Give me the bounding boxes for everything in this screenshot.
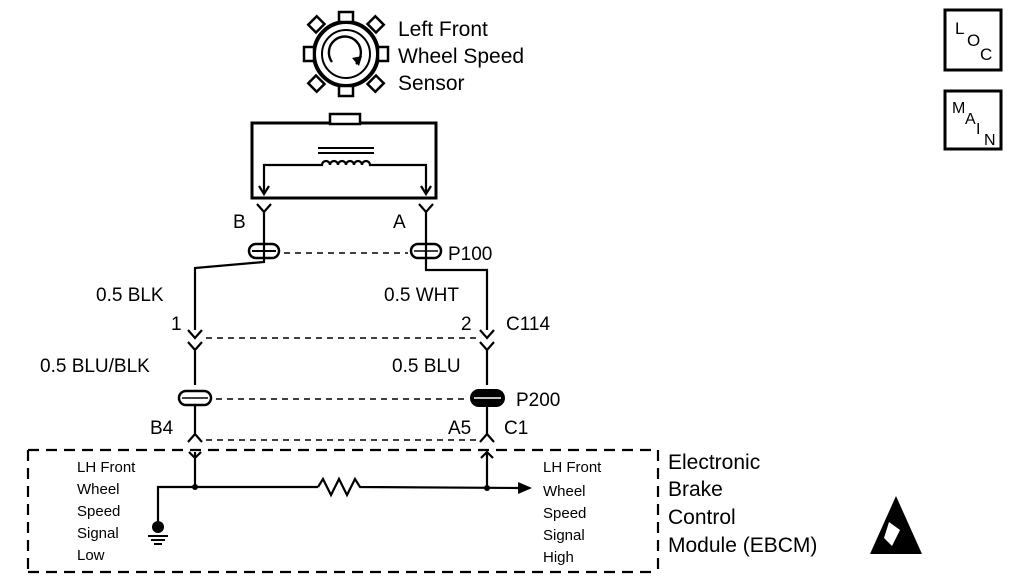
p200-connector: [177, 389, 505, 407]
arrow-icon: [518, 482, 532, 494]
svg-text:Speed: Speed: [543, 505, 586, 522]
wire-upper-right-label: 0.5 WHT: [384, 285, 459, 306]
ground-icon: [148, 521, 168, 545]
p100-connector: [247, 242, 443, 260]
svg-text:C: C: [980, 45, 992, 64]
main-button[interactable]: M A I N: [943, 89, 1003, 151]
ebcm-box: [26, 448, 660, 574]
svg-text:O: O: [967, 31, 980, 50]
svg-text:Electronic: Electronic: [668, 451, 760, 474]
svg-text:Brake: Brake: [668, 478, 723, 501]
svg-text:N: N: [984, 132, 996, 149]
input-low-label: LH Front Wheel Speed Signal Low: [77, 459, 136, 564]
input-high-label: LH Front Wheel Speed Signal High: [543, 459, 602, 566]
terminal-a-label: A: [393, 212, 406, 233]
c114-pin-2-label: 2: [461, 314, 472, 335]
svg-text:Low: Low: [77, 547, 105, 564]
p200-label: P200: [516, 390, 560, 411]
svg-text:Speed: Speed: [77, 503, 120, 520]
esd-warning-icon: [870, 496, 922, 554]
p100-label: P100: [448, 244, 492, 265]
sensor-housing: [250, 112, 438, 200]
svg-text:LH Front: LH Front: [543, 459, 602, 476]
terminal-a-fork: [418, 203, 434, 228]
svg-text:LH Front: LH Front: [77, 459, 136, 476]
loc-button[interactable]: L O C: [943, 8, 1003, 72]
ebcm-title: Electronic Brake Control Module (EBCM): [668, 451, 817, 557]
terminal-b-fork: [256, 203, 272, 228]
svg-text:Signal: Signal: [77, 525, 119, 542]
wheel-speed-sensor-icon: [302, 10, 390, 98]
svg-text:M: M: [952, 100, 965, 117]
wire-lower-right-label: 0.5 BLU: [392, 356, 461, 377]
svg-text:Signal: Signal: [543, 527, 585, 544]
svg-text:Left Front: Left Front: [398, 18, 488, 41]
coil: [318, 147, 374, 167]
wire-lower-left-label: 0.5 BLU/BLK: [40, 356, 150, 377]
ebcm-pin-a5-label: A5: [448, 418, 471, 439]
svg-text:A: A: [965, 111, 976, 128]
c1-label: C1: [504, 418, 528, 439]
svg-text:Module (EBCM): Module (EBCM): [668, 534, 817, 557]
svg-text:Wheel: Wheel: [77, 481, 120, 498]
wire-upper-left-label: 0.5 BLK: [96, 285, 164, 306]
ebcm-pin-b4-label: B4: [150, 418, 174, 439]
terminal-b-label: B: [233, 212, 246, 233]
svg-text:I: I: [976, 121, 980, 138]
resistor: [317, 476, 521, 498]
c114-label: C114: [506, 314, 550, 335]
c114-pin-1-label: 1: [171, 314, 182, 335]
svg-text:Wheel Speed: Wheel Speed: [398, 45, 524, 68]
sensor-title: Left Front Wheel Speed Sensor: [398, 18, 524, 95]
c114-connector: [187, 329, 495, 352]
svg-text:Wheel: Wheel: [543, 483, 586, 500]
svg-text:High: High: [543, 549, 574, 566]
svg-text:Sensor: Sensor: [398, 72, 465, 95]
svg-text:Control: Control: [668, 506, 736, 529]
svg-text:L: L: [955, 19, 964, 38]
c1-connector: [187, 432, 495, 443]
